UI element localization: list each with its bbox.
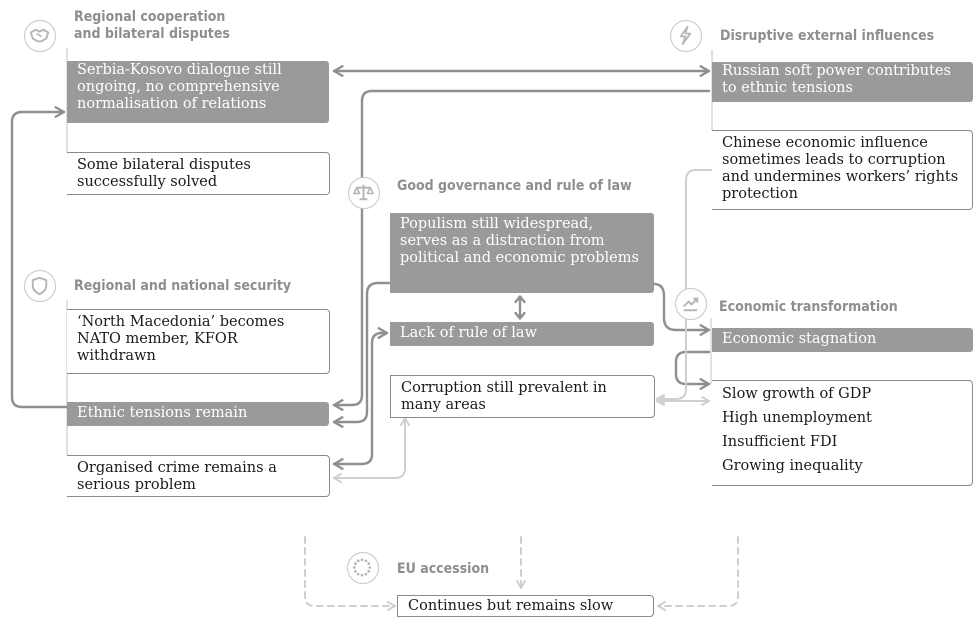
arrow-security-eu — [304, 536, 396, 612]
external-influences-heading: Disruptive external influences — [720, 28, 935, 44]
bilateral-disputes-box: Some bilateral disputes successfully sol… — [67, 152, 330, 195]
lightning-icon-badge — [670, 20, 702, 52]
eu-stars-icon — [352, 558, 372, 577]
arrow-corruption-crime — [333, 417, 411, 484]
arrow-ethnic-dialogue — [10, 105, 69, 409]
handshake-icon — [29, 28, 50, 43]
arrow-chinese-corruption — [656, 169, 712, 405]
list-item: Slow growth of GDP — [722, 386, 872, 402]
eu-stars-icon-badge — [347, 552, 379, 584]
north-macedonia-nato-box: ‘North Macedonia’ becomes NATO member, K… — [67, 309, 330, 374]
ethnic-tensions-box: Ethnic tensions remain — [67, 402, 329, 426]
regional-cooperation-heading: Regional cooperation and bilateral dispu… — [74, 9, 230, 42]
serbia-kosovo-dialogue-box: Serbia-Kosovo dialogue still ongoing, no… — [67, 61, 329, 123]
economic-stagnation-box: Economic stagnation — [712, 328, 973, 352]
chinese-influence-box: Chinese economic influence sometimes lea… — [712, 130, 973, 210]
economic-heading: Economic transformation — [719, 299, 898, 315]
lightning-icon — [679, 25, 692, 46]
lack-of-rule-of-law-box: Lack of rule of law — [390, 322, 654, 346]
economic-indicators-box: Slow growth of GDP High unemployment Ins… — [712, 380, 973, 486]
shield-icon-badge — [24, 270, 56, 302]
trending-up-icon — [683, 297, 699, 312]
shield-icon — [31, 276, 48, 296]
scales-icon-badge — [348, 177, 380, 209]
arrow-populism-economy — [652, 282, 711, 337]
trending-up-icon-badge — [675, 288, 707, 320]
security-heading: Regional and national security — [74, 278, 292, 294]
governance-heading: Good governance and rule of law — [397, 178, 632, 194]
arrow-economy-eu — [657, 536, 739, 612]
list-item: Growing inequality — [722, 458, 863, 474]
list-item: High unemployment — [722, 410, 872, 426]
handshake-icon-badge — [24, 20, 56, 52]
populism-box: Populism still widespread, serves as a d… — [390, 213, 654, 293]
russian-soft-power-box: Russian soft power contributes to ethnic… — [712, 62, 973, 102]
list-item: Insufficient FDI — [722, 434, 838, 450]
scales-icon — [353, 184, 374, 201]
eu-accession-heading: EU accession — [397, 561, 490, 577]
corruption-box: Corruption still prevalent in many areas — [390, 375, 655, 418]
arrow-populism-law — [514, 295, 526, 320]
eu-accession-box: Continues but remains slow — [397, 595, 654, 617]
arrow-stagnation-list — [674, 350, 711, 391]
organised-crime-box: Organised crime remains a serious proble… — [67, 455, 330, 497]
